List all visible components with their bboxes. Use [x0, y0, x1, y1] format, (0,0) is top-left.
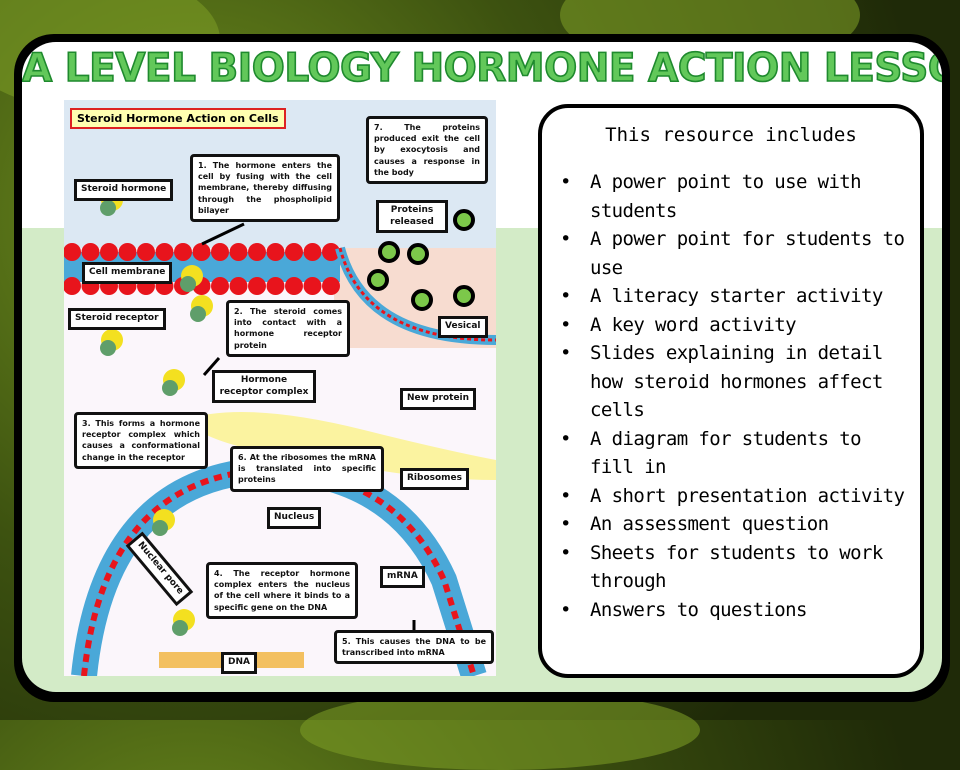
step-6: 6. At the ribosomes the mRNA is translat… [230, 446, 384, 492]
label-steroid-receptor: Steroid receptor [68, 308, 166, 330]
list-item: Answers to questions [560, 596, 912, 625]
phospholipid-head [285, 243, 303, 261]
phospholipid-head [174, 243, 192, 261]
protein [453, 285, 475, 307]
phospholipid-head [192, 243, 211, 261]
receptor-protein [172, 620, 188, 636]
step-4: 4. The receptor hormone complex enters t… [206, 562, 358, 619]
label-cell-membrane: Cell membrane [82, 262, 173, 284]
receptor-protein [100, 340, 116, 356]
resource-includes-panel: This resource includes A power point to … [538, 104, 924, 678]
nuclear-envelope-heads [81, 466, 477, 676]
phospholipid-head [248, 243, 266, 261]
diagram-title: Steroid Hormone Action on Cells [70, 108, 286, 129]
phospholipid-head [266, 277, 285, 295]
protein [367, 269, 389, 291]
list-item: Slides explaining in detail how steroid … [560, 339, 912, 425]
label-vesical: Vesical [438, 316, 488, 338]
phospholipid-head [229, 243, 248, 261]
receptor-protein [162, 380, 178, 396]
receptor-protein [152, 520, 168, 536]
phospholipid-head [266, 243, 285, 261]
label-mrna: mRNA [380, 566, 425, 588]
slide-content: A LEVEL BIOLOGY HORMONE ACTION LESSON St… [22, 42, 942, 692]
vesicle-membrane-heads [338, 247, 496, 342]
label-new-protein: New protein [400, 388, 477, 410]
phospholipid-head [322, 277, 340, 295]
step-5: 5. This causes the DNA to be transcribed… [334, 630, 494, 665]
receptor-protein [100, 200, 116, 216]
page-title: A LEVEL BIOLOGY HORMONE ACTION LESSON [22, 45, 942, 92]
phospholipid-head [118, 243, 137, 261]
phospholipid-head [248, 277, 266, 295]
list-item: A diagram for students to fill in [560, 425, 912, 482]
phospholipid-head [155, 243, 174, 261]
phospholipid-head [137, 243, 155, 261]
label-steroid-hormone: Steroid hormone [74, 179, 174, 201]
label-ribosomes: Ribosomes [400, 468, 470, 490]
list-item: A power point to use with students [560, 168, 912, 225]
step-7: 7. The proteins produced exit the cell b… [366, 116, 488, 184]
phospholipid-head [285, 277, 303, 295]
protein [411, 289, 433, 311]
step-2: 2. The steroid comes into contact with a… [226, 300, 350, 357]
protein [407, 243, 429, 265]
steroid-hormone-diagram: Steroid Hormone Action on Cells Steroid … [64, 100, 496, 676]
label-proteins-released: Proteins released [376, 200, 448, 234]
list-item: A literacy starter activity [560, 282, 912, 311]
phospholipid-head [229, 277, 248, 295]
label-dna: DNA [221, 652, 257, 674]
phospholipid-head [81, 243, 100, 261]
phospholipid-head [211, 277, 229, 295]
arrow [201, 222, 245, 246]
phospholipid-head [64, 277, 81, 295]
phospholipid-head [303, 277, 322, 295]
phospholipid-head [322, 243, 340, 261]
protein [378, 241, 400, 263]
receptor-protein [190, 306, 206, 322]
list-item: Sheets for students to work through [560, 539, 912, 596]
arrow [202, 357, 221, 376]
label-nucleus: Nucleus [267, 507, 322, 529]
list-item: A key word activity [560, 311, 912, 340]
step-1: 1. The hormone enters the cell by fusing… [190, 154, 340, 222]
phospholipid-head [303, 243, 322, 261]
phospholipid-head [100, 243, 118, 261]
protein [453, 209, 475, 231]
phospholipid-head [211, 243, 229, 261]
resource-list: A power point to use with students A pow… [542, 168, 920, 624]
phospholipid-head [64, 243, 81, 261]
resource-heading: This resource includes [605, 124, 857, 146]
list-item: A power point for students to use [560, 225, 912, 282]
list-item: A short presentation activity [560, 482, 912, 511]
label-hormone-receptor-complex: Hormone receptor complex [212, 370, 316, 404]
background-texture [300, 690, 700, 770]
list-item: An assessment question [560, 510, 912, 539]
step-3: 3. This forms a hormone receptor complex… [74, 412, 208, 469]
receptor-protein [180, 276, 196, 292]
